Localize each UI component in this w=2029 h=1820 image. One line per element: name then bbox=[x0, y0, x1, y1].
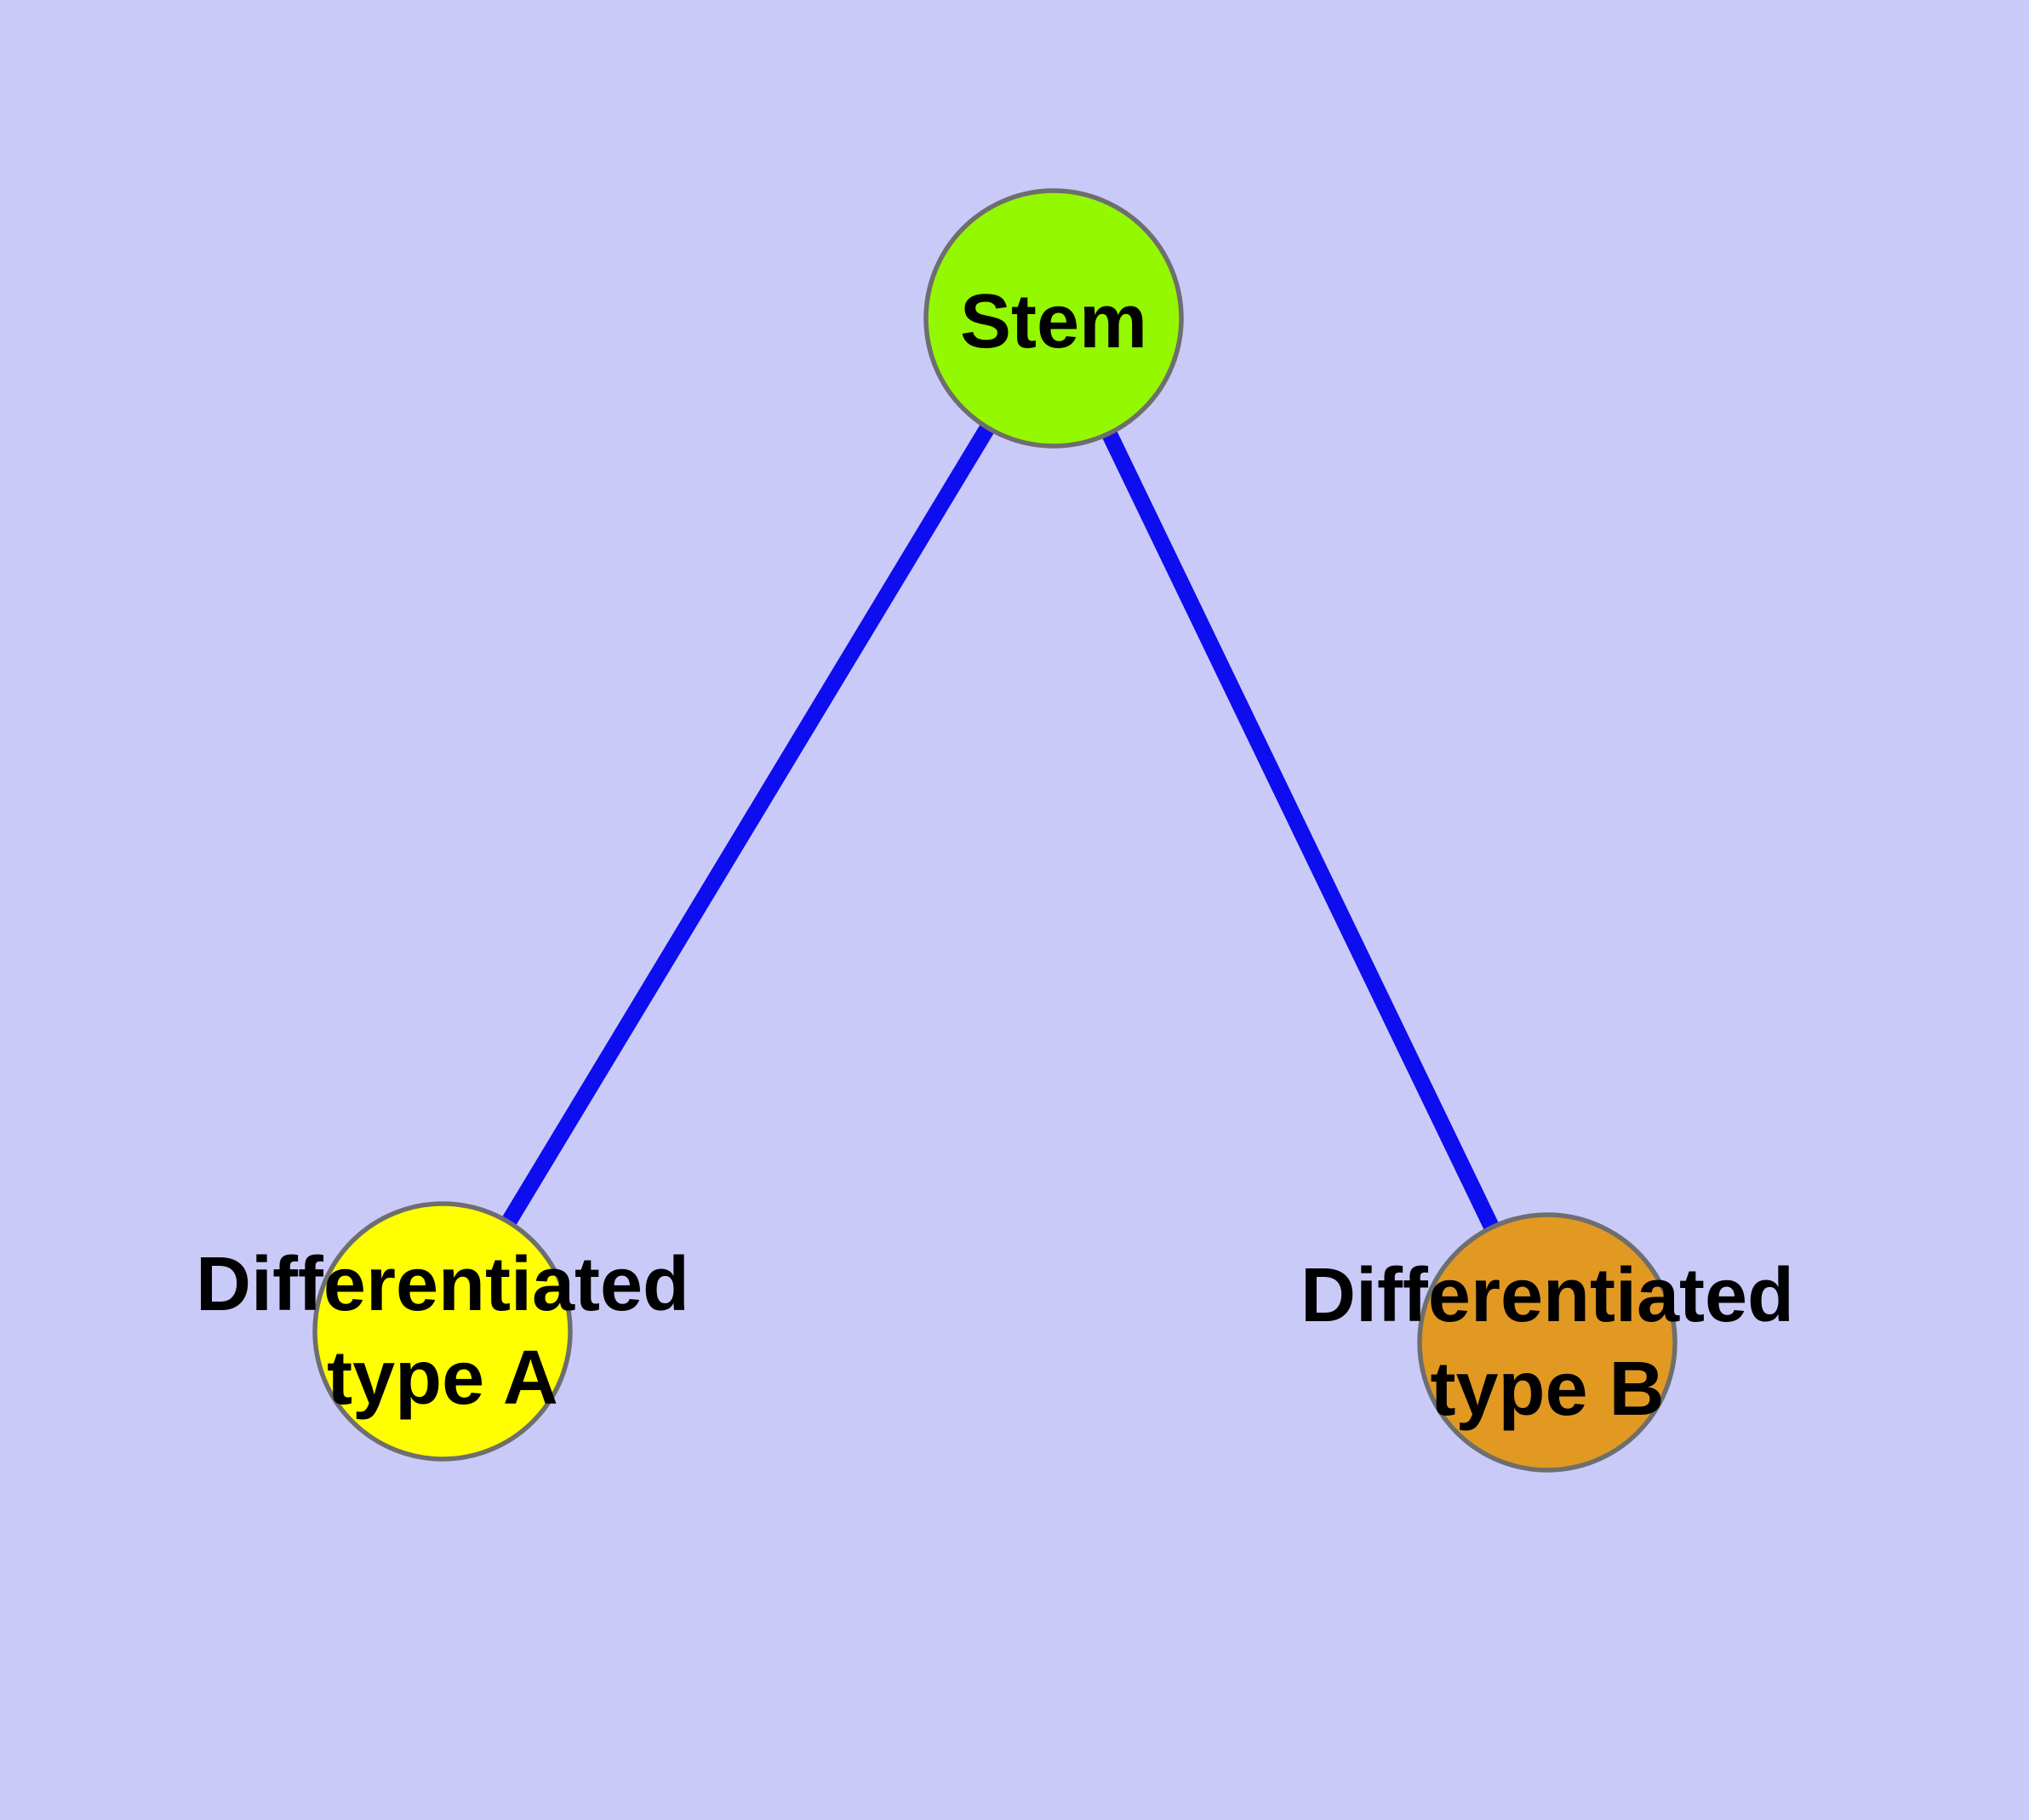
edge-stem-to-type-a bbox=[435, 314, 1061, 1336]
type-a-node-label-line1: Differentiated bbox=[196, 1242, 689, 1327]
node-stem: Stem bbox=[923, 188, 1184, 449]
edges bbox=[435, 314, 1555, 1347]
type-b-node-label-line2: type B bbox=[1430, 1347, 1664, 1432]
type-b-node-circle bbox=[1417, 1212, 1677, 1473]
node-differentiated-type-b: Differentiated type B bbox=[1300, 1212, 1794, 1473]
type-a-node-circle bbox=[312, 1201, 573, 1462]
stem-node-label: Stem bbox=[960, 279, 1147, 364]
stem-node-circle bbox=[923, 188, 1184, 449]
type-b-node-label-line1: Differentiated bbox=[1300, 1253, 1794, 1338]
type-a-node-label-line2: type A bbox=[327, 1336, 558, 1421]
edge-stem-to-type-b bbox=[1046, 314, 1555, 1347]
node-differentiated-type-a: Differentiated type A bbox=[196, 1201, 689, 1462]
